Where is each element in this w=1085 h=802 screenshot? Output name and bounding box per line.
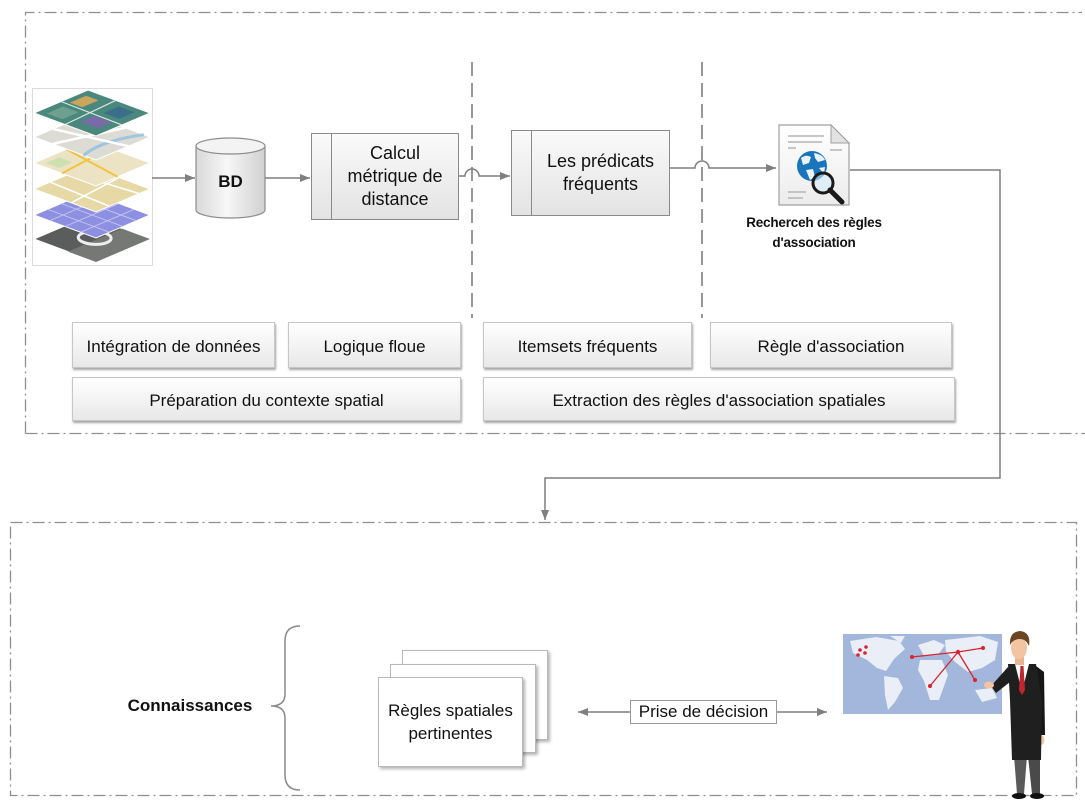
presenter-shoe-right (1030, 793, 1044, 799)
continent-europe (918, 640, 945, 656)
frequent-predicates-line: fréquents (562, 174, 639, 194)
technique-frequent-itemsets: Itemsets fréquents (483, 322, 692, 368)
frequent-predicates-text: Les prédicats fréquents (532, 131, 669, 215)
distance-calculation-line: métrique de (347, 166, 443, 186)
document-search-icon (778, 123, 851, 206)
rules-sheet-front: Règles spatiales pertinentes (378, 677, 523, 767)
map-point (973, 678, 977, 682)
document-fold (830, 123, 851, 144)
map-layer-satellite-patch (68, 228, 150, 262)
rule-search-line: d'association (772, 235, 856, 250)
map-point (955, 649, 961, 655)
technique-association-rule: Règle d'association (710, 322, 952, 368)
flow-connectors (152, 160, 1001, 716)
world-map-icon (843, 634, 1002, 714)
map-point (910, 655, 914, 659)
presenter-jacket (1008, 664, 1042, 760)
distance-calculation-text: Calcul métrique de distance (332, 134, 458, 219)
map-layer-landuse-green (46, 106, 79, 120)
magnifier-lens (811, 171, 835, 195)
businessman-pointing-icon (984, 631, 1045, 799)
world-map-continents (850, 636, 998, 710)
decision-label: Prise de décision (630, 700, 777, 724)
database-cylinder-body (195, 146, 266, 219)
frequent-predicates-line: Les prédicats (546, 151, 655, 171)
continent-south-america (884, 676, 903, 710)
distance-calculation-line: Calcul (369, 143, 421, 163)
database-cylinder-icon (195, 137, 266, 219)
continent-north-america (850, 637, 905, 671)
phase-spatial-context-preparation: Préparation du contexte spatial (72, 377, 461, 421)
map-link (957, 651, 976, 681)
distance-calculation-process: Calcul métrique de distance (311, 133, 459, 220)
process-side-bar (331, 134, 332, 219)
continent-asia (945, 636, 998, 672)
map-layer-landuse-teal (103, 106, 135, 119)
continent-australia (975, 688, 997, 702)
magnifier-handle (827, 187, 845, 205)
map-layer-beige-park (45, 157, 73, 169)
rules-sheet-line: pertinentes (408, 724, 493, 743)
map-link (929, 651, 959, 687)
technique-fuzzy-logic: Logique floue (288, 322, 461, 368)
world-map-links (911, 647, 984, 687)
presenter-face (1011, 637, 1027, 659)
distance-calculation-line: distance (361, 189, 429, 209)
map-layer-landuse-roads (34, 90, 150, 136)
presenter-neck (1015, 655, 1024, 665)
map-layers-icon (33, 89, 153, 266)
connector-predicates-to-search (670, 160, 776, 172)
rule-search-line: Recherceh des règles (746, 215, 882, 230)
map-layer-grid (34, 192, 150, 238)
map-point (858, 648, 862, 652)
map-layer-landuse-purple (80, 115, 112, 129)
database-label: BD (218, 172, 243, 191)
continent-africa (918, 660, 948, 700)
presenter-shoe-left (1012, 793, 1026, 799)
presenter-pointing-arm (991, 667, 1015, 693)
database-cylinder-top (195, 137, 266, 155)
technique-data-integration: Intégration de données (72, 322, 275, 368)
phase-spatial-rule-extraction: Extraction des règles d'association spat… (483, 377, 955, 421)
knowledge-brace (270, 625, 301, 791)
connector-distance-to-predicates (459, 168, 510, 180)
world-map-points (856, 645, 985, 688)
map-layer-beige (34, 140, 150, 186)
frequent-predicates-process: Les prédicats fréquents (511, 130, 670, 216)
bottom-panel-border (9, 521, 1078, 797)
presenter-hair (1009, 631, 1030, 646)
globe-continents (801, 153, 825, 180)
top-panel-border-left-top (24, 11, 1082, 434)
map-layer-streets-roads (34, 114, 150, 160)
map-layer-landuse-orange (69, 95, 99, 108)
map-layer-grid-lines (34, 192, 150, 238)
map-layer-streets-river (80, 131, 144, 158)
connector-search-to-knowledge (541, 169, 1001, 520)
knowledge-label: Connaissances (127, 696, 253, 715)
presenter-leg-right (1028, 756, 1040, 794)
rules-sheet-line: Règles spatiales (388, 701, 513, 720)
map-point (981, 646, 985, 650)
map-point (863, 651, 867, 655)
map-link (911, 651, 959, 658)
presenter-tie (1019, 666, 1025, 695)
process-side-bar (531, 131, 532, 215)
presenter-leg-left (1014, 756, 1027, 794)
map-link (957, 647, 984, 653)
presenter-pointing-hand (984, 681, 994, 689)
top-panel-border (24, 11, 1085, 435)
document-text-lines (788, 135, 842, 199)
map-point (856, 653, 860, 657)
continent-greenland (890, 636, 905, 643)
map-point (864, 645, 868, 649)
rule-search-label: Recherceh des règles d'association (729, 213, 899, 255)
map-point (928, 684, 932, 688)
map-layer-landuse (34, 90, 150, 136)
